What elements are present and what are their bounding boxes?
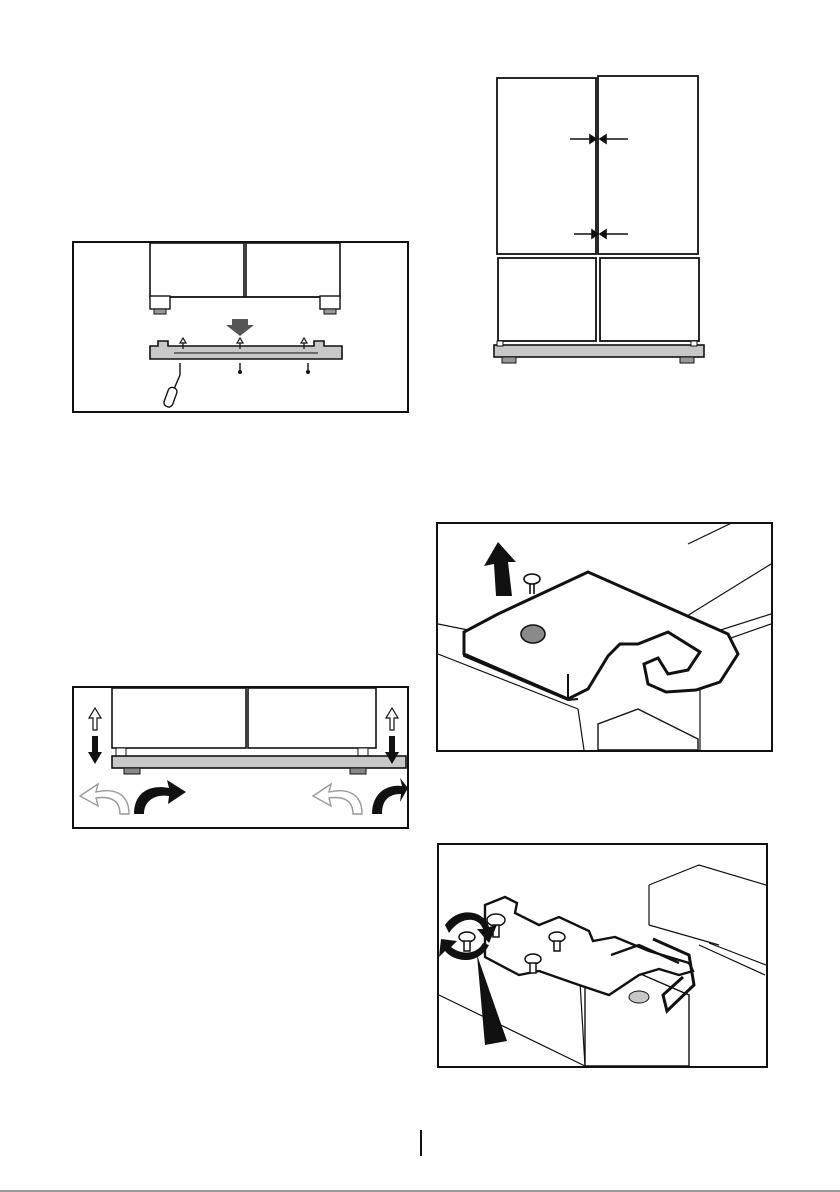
figure-adjust-feet xyxy=(72,686,409,829)
figure-remove-hinge-cover xyxy=(436,522,773,752)
hinge-screw-rotation-icon xyxy=(439,845,766,1066)
figure-attach-plinth xyxy=(72,241,409,413)
door-gap-arrows-icon xyxy=(492,72,708,372)
figure-hinge-screws xyxy=(437,843,768,1068)
hinge-cover-lift-icon xyxy=(438,524,771,750)
page-divider xyxy=(420,1130,422,1156)
plinth-screw-installation-icon xyxy=(74,243,407,411)
adjust-feet-rotation-icon xyxy=(74,688,407,827)
figure-door-gap-alignment xyxy=(492,72,708,372)
